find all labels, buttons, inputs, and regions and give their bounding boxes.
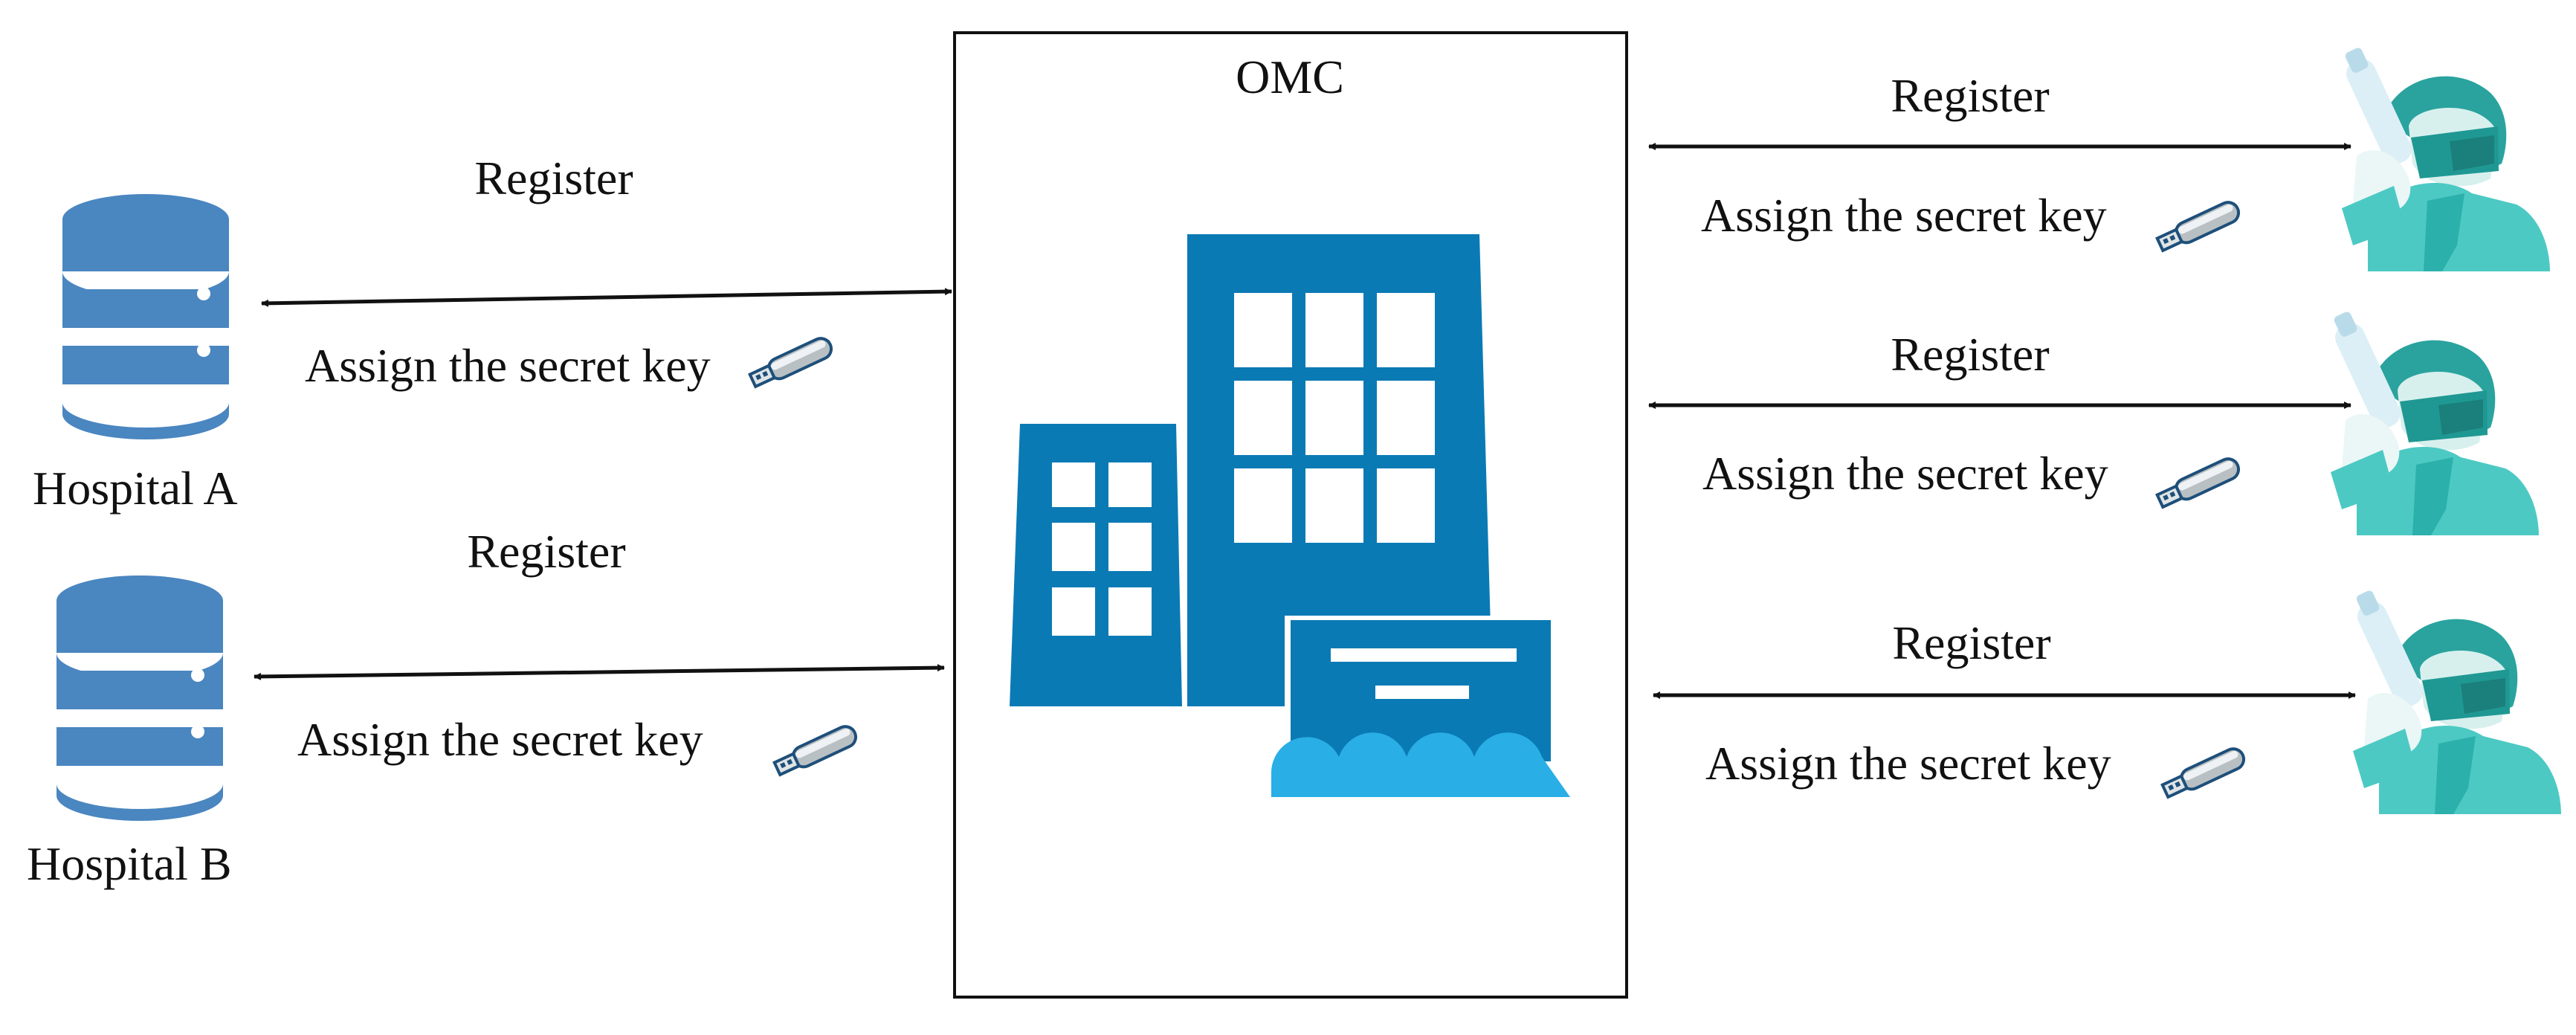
hospital-a-register-label: Register [474,152,633,204]
usb-key-icon [771,721,861,780]
doctor-1-key-label: Assign the secret key [1701,189,2107,242]
doctor-2-register-label: Register [1891,328,2050,381]
hospital-b-database-icon [57,575,223,821]
doctor-2-key-label: Assign the secret key [1702,447,2108,500]
hospital-a-database-icon [62,194,229,439]
usb-key-icon [2154,454,2244,512]
doctor-icon [2353,589,2561,814]
usb-key-icon [746,333,836,392]
hospital-a-key-label: Assign the secret key [305,339,711,392]
usb-key-icon [2154,197,2244,256]
hospital-b-key-label: Assign the secret key [297,713,703,766]
hospital-a-name: Hospital A [33,462,238,515]
doctor-3-register-label: Register [1892,616,2051,669]
omc-title: OMC [1236,51,1344,103]
hospital-b-name: Hospital B [27,837,232,890]
omc-box [953,31,1628,999]
doctor-icon [2342,46,2550,271]
hospital-a-arrow [261,288,952,307]
hospital-b-arrow [254,664,945,680]
doctor-3-key-label: Assign the secret key [1705,737,2111,790]
doctor-icon [2331,310,2539,535]
hospital-b-register-label: Register [467,525,626,578]
usb-key-icon [2159,744,2249,802]
office-building-icon [1010,234,1570,797]
doctor-1-register-label: Register [1891,69,2050,122]
